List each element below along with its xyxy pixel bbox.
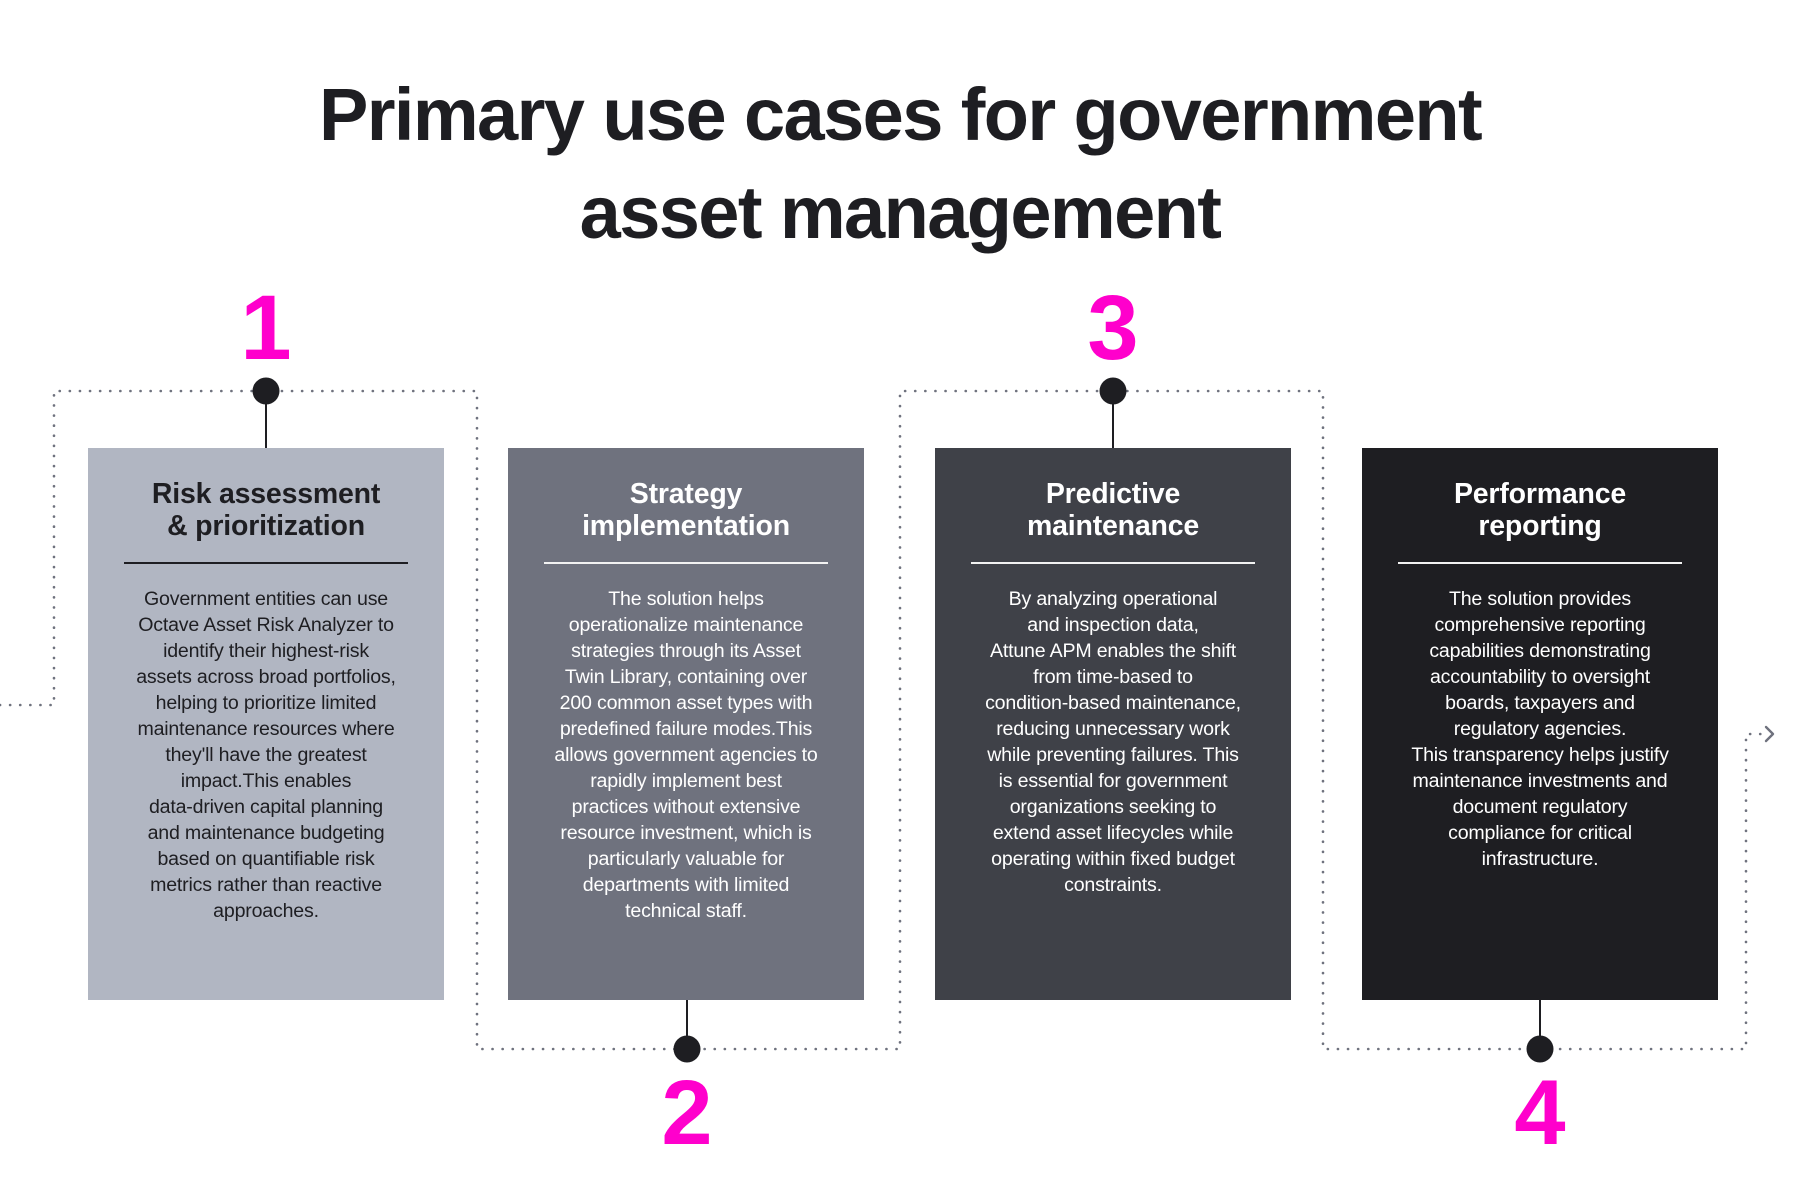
card-body-line: regulatory agencies. [1453,718,1627,740]
step-card-performance-reporting: Performance reporting The solution provi… [1362,448,1718,1000]
card-title-line: Predictive [1045,478,1181,510]
card-title-line: Performance [1453,478,1627,510]
card-body: The solution provides comprehensive repo… [1398,586,1682,872]
card-body-line: from time-based to [1033,666,1193,688]
card-body-line: By analyzing operational [1008,588,1218,610]
card-body-line: impact.This enables [180,770,352,792]
card-body-line: Attune APM enables the shift [989,640,1236,662]
card-divider [971,562,1255,564]
card-body-line: maintenance resources where [137,718,395,740]
card-body-line: reducing unnecessary work [996,718,1230,740]
card-body-line: allows government agencies to [554,744,818,766]
card-title: Predictive maintenance [971,478,1255,542]
card-body-line: is essential for government [998,770,1228,792]
card-body: By analyzing operational and inspection … [971,586,1255,898]
page-title-line-1: Primary use cases for government [318,73,1483,156]
step-number-1: 1 [240,277,292,379]
step-card-strategy-implementation: Strategy implementation The solution hel… [508,448,864,1000]
card-body-line: The solution provides [1448,588,1632,610]
card-body-line: strategies through its Asset [571,640,801,662]
card-title-line: Risk assessment [151,478,381,510]
card-title: Risk assessment & prioritization [124,478,408,542]
card-body-line: resource investment, which is [560,822,812,844]
chevron-right-icon [1764,725,1775,743]
card-body-line: they'll have the greatest [165,744,367,766]
card-title-line: implementation [582,510,790,542]
card-title-line: Strategy [629,478,743,510]
card-body-line: document regulatory [1452,796,1628,818]
card-body-line: assets across broad portfolios, [136,666,396,688]
card-body-line: data-driven capital planning [148,796,384,818]
node-dot-icon-step-2 [673,1035,701,1063]
page-title: Primary use cases for government asset m… [0,66,1800,262]
page-title-line-2: asset management [579,171,1222,254]
card-body-line: maintenance investments and [1412,770,1668,792]
card-body-line: capabilities demonstrating [1429,640,1651,662]
card-body-line: Government entities can use [143,588,388,610]
card-body-line: and maintenance budgeting [147,822,385,844]
card-body-line: metrics rather than reactive [150,874,382,896]
card-body-line: departments with limited [582,874,790,896]
card-body-line: practices without extensive [571,796,801,818]
dotted-flow-path [0,389,1766,1051]
card-body-line: technical staff. [625,900,747,922]
card-body-line: while preventing failures. This [987,744,1239,766]
node-dot-icon-step-1 [252,377,280,405]
card-body-line: identify their highest-risk [163,640,369,662]
card-title: Performance reporting [1398,478,1682,542]
card-body-line: This transparency helps justify [1411,744,1669,766]
node-dot-icon-step-4 [1526,1035,1554,1063]
step-number-3: 3 [1087,277,1139,379]
card-body-line: compliance for critical [1448,822,1632,844]
card-body: The solution helps operationalize mainte… [544,586,828,924]
card-title-line: & prioritization [167,510,365,542]
step-number-2: 2 [661,1062,713,1164]
step-number-4: 4 [1514,1062,1566,1164]
card-body-line: based on quantifiable risk [157,848,375,870]
card-body-line: organizations seeking to [1009,796,1217,818]
card-body-line: condition-based maintenance, [985,692,1241,714]
card-divider [124,562,408,564]
card-body-line: constraints. [1064,874,1162,896]
step-card-predictive-maintenance: Predictive maintenance By analyzing oper… [935,448,1291,1000]
card-body-line: 200 common asset types with [559,692,813,714]
card-divider [1398,562,1682,564]
card-body-line: and inspection data, [1027,614,1199,636]
card-body-line: Twin Library, containing over [564,666,808,688]
card-body-line: comprehensive reporting [1434,614,1646,636]
card-body-line: boards, taxpayers and [1445,692,1635,714]
card-body-line: extend asset lifecycles while [992,822,1234,844]
card-title-line: maintenance [1026,510,1200,542]
card-body-line: accountability to oversight [1429,666,1651,688]
card-body-line: particularly valuable for [587,848,785,870]
card-body-line: approaches. [213,900,319,922]
card-body-line: infrastructure. [1481,848,1599,870]
card-title: Strategy implementation [544,478,828,542]
card-body-line: operationalize maintenance [568,614,804,636]
node-dot-icon-step-3 [1099,377,1127,405]
step-card-risk-assessment: Risk assessment & prioritization Governm… [88,448,444,1000]
card-body-line: The solution helps [608,588,764,610]
card-body-line: rapidly implement best [590,770,782,792]
card-body: Government entities can use Octave Asset… [124,586,408,924]
card-body-line: operating within fixed budget [991,848,1235,870]
card-title-line: reporting [1478,510,1602,542]
card-divider [544,562,828,564]
card-body-line: helping to prioritize limited [155,692,377,714]
card-body-line: Octave Asset Risk Analyzer to [138,614,394,636]
card-body-line: predefined failure modes.This [559,718,813,740]
